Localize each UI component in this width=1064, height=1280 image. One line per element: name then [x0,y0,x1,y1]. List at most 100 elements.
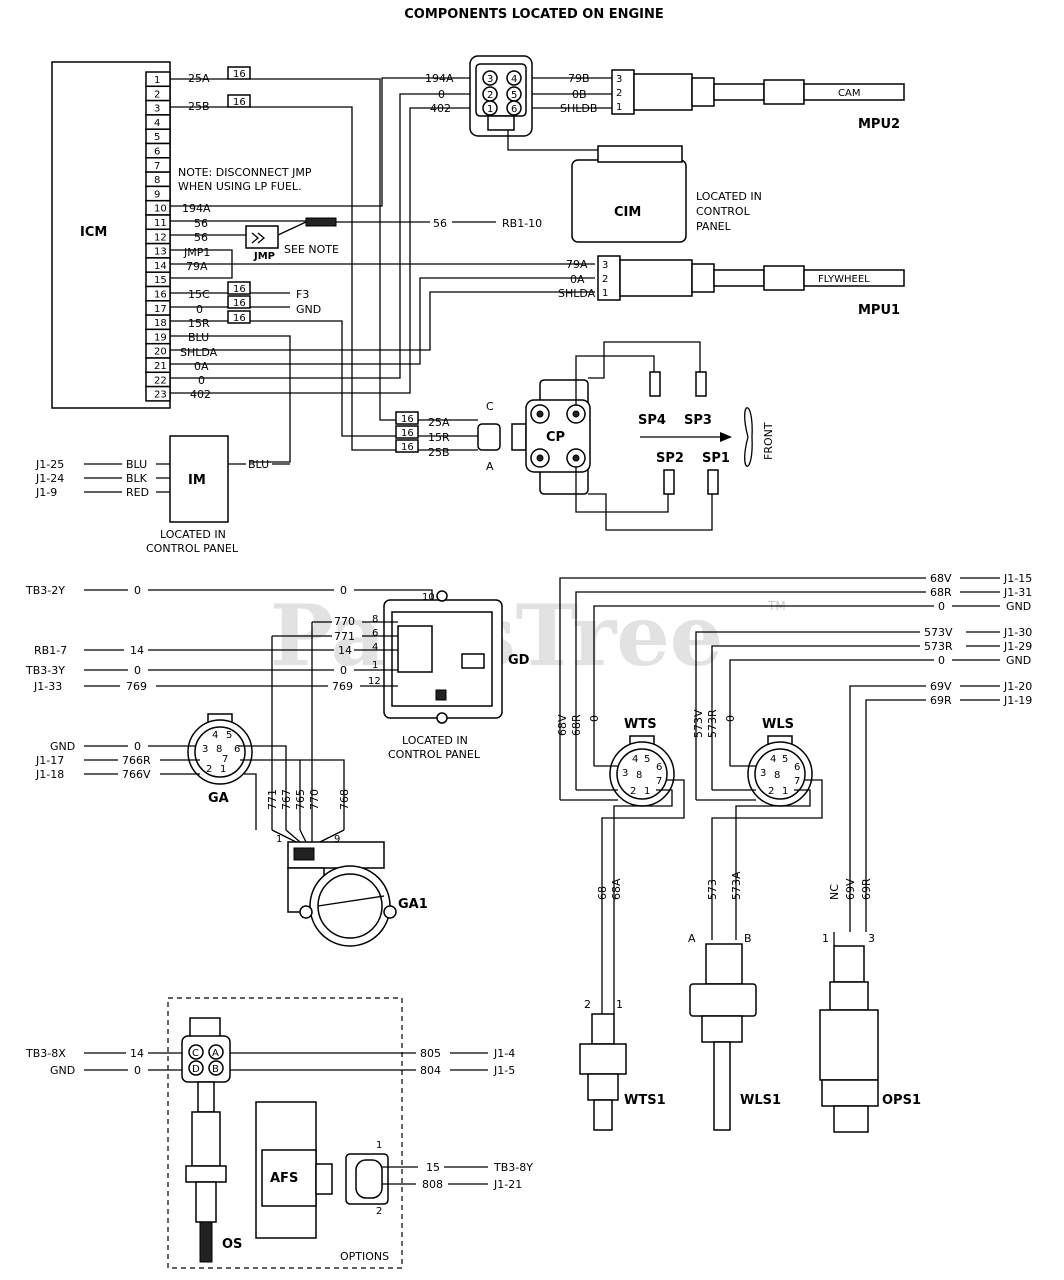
gd-located-2: CONTROL PANEL [388,748,481,761]
ga-gnd-w: 0 [134,740,141,753]
spark-plug-sp2 [663,469,675,495]
wls-connector: 4 5 6 3 8 7 2 1 [747,735,813,807]
right-0a: 0 [938,600,945,613]
icm-pin-number: 4 [154,118,160,129]
svg-text:B: B [212,1064,219,1075]
wire-56-mid: 56 [433,217,447,230]
ops-v-69v: 69V [844,878,857,900]
afs-808: 808 [422,1178,443,1191]
rb1-10-label: RB1-10 [502,217,542,230]
cim-located-2: CONTROL [696,205,751,218]
icm-pin-number: 20 [154,347,167,358]
gd-tb3-3y-w: 0 [134,664,141,677]
icm-pin-number: 23 [154,390,167,401]
sp4-label: SP4 [638,413,666,428]
ga-wire-768: 768 [338,789,351,810]
ga-j1-17-w: 766R [122,754,151,767]
options-box: OPTIONS [167,997,403,1269]
ops1-label: OPS1 [882,1093,921,1108]
icm-wire-p14: 79A [186,260,208,273]
im-label: IM [188,473,206,488]
afs-tb3-8y: TB3-8Y [493,1161,533,1174]
im-blk: BLK [126,472,148,485]
icm-wire-p16: 15C [188,288,210,301]
gd-j1-33-w2: 769 [332,680,353,693]
mpu2-left-402: 402 [430,102,451,115]
icm-pin-number: 11 [154,218,167,229]
cim-located-1: LOCATED IN [696,190,762,203]
cp-wire-25b: 25B [428,446,450,459]
gauge-box: 16 [227,295,251,309]
right-j1-30: J1-30 [1003,626,1032,639]
right-j1-19: J1-19 [1003,694,1032,707]
ga-j1-18-w: 766V [122,768,151,781]
ga-connector: 4 5 3 8 6 7 2 1 [187,713,253,785]
gd-pin-4: 4 [372,642,378,653]
fan-icon [744,407,753,467]
spark-plug-sp1 [707,469,719,495]
gd-rb1-7: RB1-7 [34,644,67,657]
im-right-blu: BLU [248,458,269,471]
gd-rb1-7-w: 14 [130,644,144,657]
wls-v-0: 0 [724,715,737,722]
icm-pin-number: 10 [154,204,167,215]
cim-label: CIM [614,205,641,220]
mpu1-sensor: 3 2 1 FLYWHEEL [597,255,905,301]
icm-wire-p18: 15R [188,317,210,330]
wls-term-a: A [688,932,696,945]
os-805: 805 [420,1047,441,1060]
cp-coil-pack: CP [477,379,591,495]
right-j1-20: J1-20 [1003,680,1032,693]
svg-text:6: 6 [511,104,517,115]
im-red: RED [126,486,149,499]
svg-text:5: 5 [644,754,650,765]
svg-text:1: 1 [487,104,493,115]
icm-pin-number: 18 [154,318,167,329]
f3-label: F3 [296,288,309,301]
wts-connector: 4 5 6 3 8 7 2 1 [609,735,675,807]
wts-lower-68a: 68A [610,878,623,900]
os-label: OS [222,1237,242,1252]
os-gnd-w: 0 [134,1064,141,1077]
cim-module: CIM [571,145,687,243]
gauge-box: 16 [227,94,251,108]
cp-gauges: 16 16 16 [395,411,419,453]
ga-wire-771: 771 [266,789,279,810]
icm-pin-number: 12 [154,232,167,243]
svg-text:1: 1 [220,764,226,775]
svg-text:D: D [192,1064,200,1075]
ga-j1-18: J1-18 [35,768,64,781]
svg-text:7: 7 [656,776,662,787]
icm-pin-number: 15 [154,275,167,286]
right-gnd-b: GND [1006,654,1031,667]
gd-771: 771 [334,630,355,643]
afs-15: 15 [426,1161,440,1174]
icm-wire-p12: 56 [194,231,208,244]
svg-text:16: 16 [401,414,414,425]
icm-pin-number: 17 [154,304,167,315]
spark-plug-sp4 [649,371,661,397]
icm-pin-number: 7 [154,161,160,172]
right-69v: 69V [930,680,952,693]
icm-wires [170,77,595,463]
gd-770: 770 [334,615,355,628]
diagram-title: COMPONENTS LOCATED ON ENGINE [404,7,664,22]
icm-pin-number: 16 [154,290,167,301]
icm-wire-p13: JMP1 [183,246,210,259]
im-located-2: CONTROL PANEL [146,542,239,555]
os-j1-4: J1-4 [493,1047,515,1060]
gd-tb3-3y: TB3-3Y [25,664,65,677]
svg-text:3: 3 [602,260,608,271]
gd-pin-1: 1 [372,660,378,671]
ops-v-69r: 69R [860,878,873,900]
svg-text:6: 6 [794,762,800,773]
wls-v-573v: 573V [692,709,705,738]
icm-wire-p22: 0 [198,374,205,387]
svg-text:4: 4 [511,74,517,85]
jmp-label: JMP [253,251,275,262]
svg-text:5: 5 [226,730,232,741]
cp-label: CP [546,430,565,445]
gd-j1-33-w: 769 [126,680,147,693]
ops-term-3: 3 [868,932,875,945]
wts-lower-68: 68 [596,886,609,900]
